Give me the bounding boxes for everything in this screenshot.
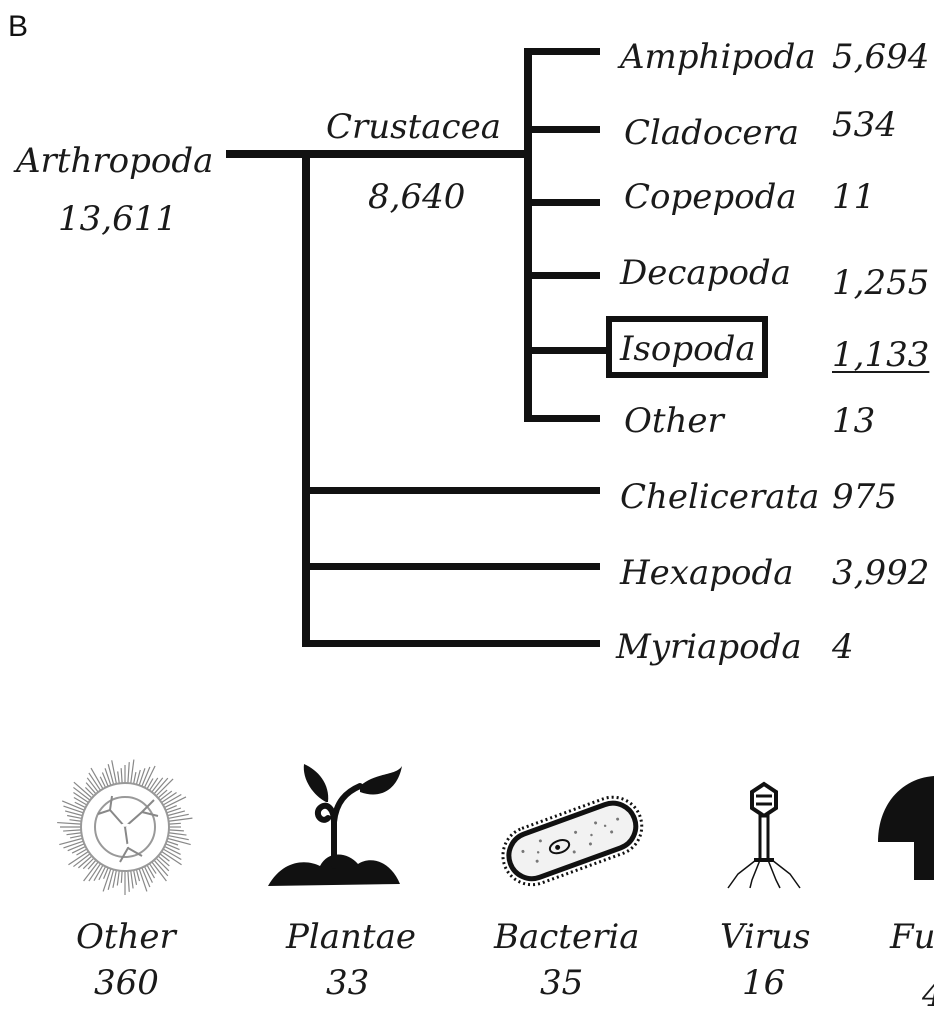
taxon-count: 11 bbox=[832, 180, 875, 214]
taxon-count: 5,694 bbox=[832, 40, 929, 74]
root-count: 13,611 bbox=[58, 202, 177, 236]
arthropoda-trunk-line bbox=[302, 150, 310, 646]
group-name-partial: Fu bbox=[890, 920, 934, 954]
root-branch-line bbox=[226, 150, 530, 158]
branch-isopoda bbox=[528, 347, 606, 354]
crustacea-count: 8,640 bbox=[368, 180, 465, 214]
taxon-count: 1,255 bbox=[832, 266, 929, 300]
group-count: 360 bbox=[94, 966, 159, 1000]
branch-chelicerata bbox=[306, 487, 600, 494]
group-count: 35 bbox=[540, 966, 583, 1000]
taxon-name: Amphipoda bbox=[620, 40, 816, 74]
branch-cladocera bbox=[528, 126, 600, 133]
group-count: 16 bbox=[742, 966, 785, 1000]
bacterium-icon bbox=[492, 790, 652, 890]
taxon-name-highlighted: Isopoda bbox=[620, 332, 756, 366]
bacteriophage-icon bbox=[724, 780, 804, 890]
taxon-count-highlighted: 1,133 bbox=[832, 338, 929, 372]
root-name: Arthropoda bbox=[16, 144, 213, 178]
group-name: Virus bbox=[720, 920, 810, 954]
group-name: Bacteria bbox=[494, 920, 639, 954]
taxon-name: Chelicerata bbox=[620, 480, 819, 514]
taxon-name: Hexapoda bbox=[620, 556, 794, 590]
branch-myriapoda bbox=[302, 640, 600, 647]
taxon-count: 975 bbox=[832, 480, 897, 514]
taxon-name: Other bbox=[624, 404, 724, 438]
crustacea-name: Crustacea bbox=[326, 110, 501, 144]
branch-other-crustacea bbox=[524, 415, 600, 422]
panel-label: B bbox=[8, 12, 28, 42]
branch-amphipoda bbox=[524, 48, 600, 55]
group-count-partial: 4 bbox=[922, 978, 934, 1012]
taxon-count: 534 bbox=[832, 108, 897, 142]
tree-of-life-icon bbox=[50, 752, 200, 902]
branch-copepoda bbox=[528, 199, 600, 206]
taxon-name: Cladocera bbox=[624, 116, 799, 150]
taxon-count: 3,992 bbox=[832, 556, 929, 590]
taxon-name: Copepoda bbox=[624, 180, 797, 214]
mushroom-icon bbox=[874, 772, 934, 882]
crustacea-trunk-line bbox=[524, 48, 532, 422]
sprout-icon bbox=[264, 762, 404, 892]
taxon-name: Decapoda bbox=[620, 256, 791, 290]
group-name: Other bbox=[76, 920, 176, 954]
group-name: Plantae bbox=[286, 920, 416, 954]
group-count: 33 bbox=[326, 966, 369, 1000]
branch-decapoda bbox=[528, 272, 600, 279]
taxon-count: 4 bbox=[832, 630, 854, 664]
branch-hexapoda bbox=[306, 563, 600, 570]
taxon-count: 13 bbox=[832, 404, 875, 438]
taxon-name: Myriapoda bbox=[616, 630, 802, 664]
